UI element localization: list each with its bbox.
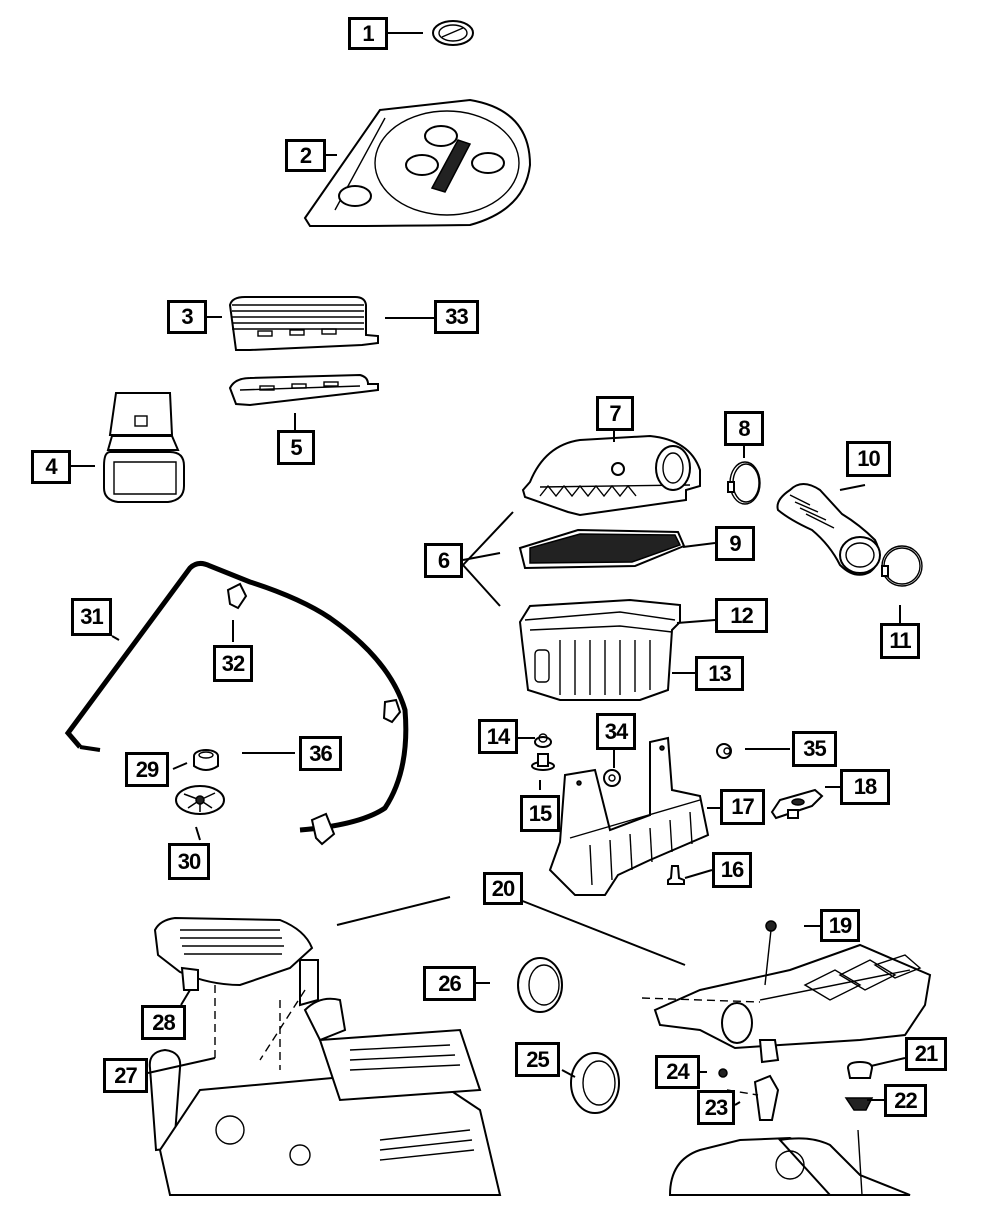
part-engine-assembly[interactable] [148,916,502,1196]
part-nut-35[interactable] [716,743,732,759]
callout-35[interactable]: 35 [792,731,837,767]
part-retainer[interactable] [175,785,225,815]
callout-15[interactable]: 15 [520,795,560,832]
callout-34[interactable]: 34 [596,713,636,750]
callout-11[interactable]: 11 [880,623,920,659]
part-nut-14[interactable] [534,733,552,748]
part-u-nut-clip[interactable] [770,788,824,820]
callout-26[interactable]: 26 [423,966,476,1001]
callout-7[interactable]: 7 [596,396,634,431]
part-air-cleaner-body[interactable] [518,598,681,701]
callout-10[interactable]: 10 [846,441,891,477]
callout-16[interactable]: 16 [712,852,752,888]
part-air-cleaner-cover[interactable] [521,434,701,517]
callout-30[interactable]: 30 [168,843,210,880]
callout-28[interactable]: 28 [141,1005,186,1040]
part-nut-34[interactable] [603,769,621,787]
part-air-cleaner-on-engine[interactable] [641,920,932,1196]
callout-29[interactable]: 29 [125,752,169,787]
part-seal-small[interactable] [517,957,563,1013]
part-seal-large[interactable] [570,1052,620,1114]
callout-1[interactable]: 1 [348,17,388,50]
callout-12[interactable]: 12 [715,598,768,633]
callout-32[interactable]: 32 [213,645,253,682]
callout-33[interactable]: 33 [434,300,479,334]
part-cap-seal[interactable] [432,20,474,46]
callout-2[interactable]: 2 [285,139,326,172]
part-resonator-lower[interactable] [228,373,379,407]
callout-4[interactable]: 4 [31,450,71,484]
callout-6[interactable]: 6 [424,543,463,578]
callout-31[interactable]: 31 [71,598,112,636]
callout-20[interactable]: 20 [483,872,523,905]
callout-13[interactable]: 13 [695,656,744,691]
part-clean-air-hose[interactable] [776,483,881,576]
part-hose-clamp-upper[interactable] [727,461,761,505]
leader-lines [71,32,906,1106]
callout-19[interactable]: 19 [820,909,860,942]
callout-21[interactable]: 21 [905,1037,947,1071]
part-support-bracket[interactable] [548,736,710,896]
part-resonator-upper[interactable] [228,296,379,351]
callout-23[interactable]: 23 [697,1090,735,1125]
callout-3[interactable]: 3 [167,300,207,334]
part-push-pin[interactable] [667,865,685,885]
part-hose-clamp-lower[interactable] [881,545,923,587]
callout-36[interactable]: 36 [299,736,342,771]
part-stud-15[interactable] [531,753,555,771]
callout-14[interactable]: 14 [478,719,518,754]
callout-9[interactable]: 9 [715,526,755,561]
part-hose-line[interactable] [64,560,409,833]
part-air-filter[interactable] [518,528,686,570]
callout-24[interactable]: 24 [655,1055,700,1089]
callout-22[interactable]: 22 [884,1084,927,1117]
callout-5[interactable]: 5 [277,430,315,465]
part-clip[interactable] [226,582,402,846]
callout-25[interactable]: 25 [515,1042,560,1077]
part-engine-cover[interactable] [303,98,532,228]
callout-18[interactable]: 18 [840,769,890,805]
part-duct-adapter[interactable] [103,392,185,503]
callout-27[interactable]: 27 [103,1058,148,1093]
part-grommet[interactable] [193,749,219,771]
callout-8[interactable]: 8 [724,411,764,446]
callout-17[interactable]: 17 [720,789,765,825]
